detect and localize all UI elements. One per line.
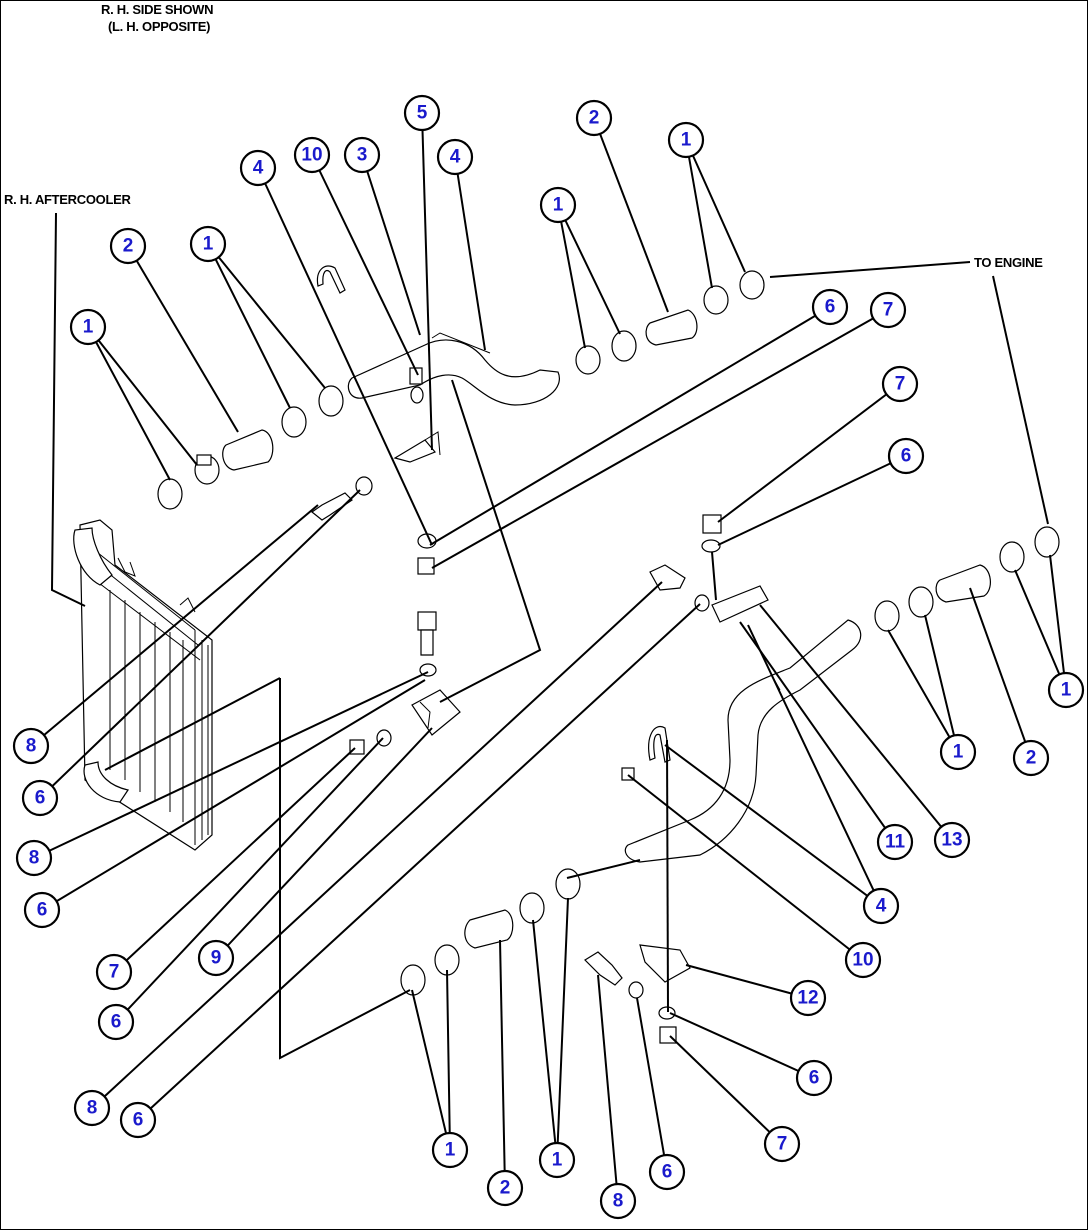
svg-text:1: 1 — [445, 1140, 456, 1161]
aftercooler-core — [73, 519, 213, 851]
svg-text:2: 2 — [589, 108, 600, 129]
callout-1: 1 — [939, 733, 977, 771]
callout-3: 3 — [343, 136, 381, 174]
svg-text:4: 4 — [253, 158, 264, 179]
callout-9: 9 — [197, 939, 235, 977]
callout-4: 4 — [862, 887, 900, 925]
svg-text:3: 3 — [357, 145, 368, 166]
callout-6: 6 — [23, 891, 61, 929]
svg-text:4: 4 — [450, 147, 461, 168]
callout-6: 6 — [795, 1059, 833, 1097]
svg-text:8: 8 — [613, 1191, 624, 1212]
callout-6: 6 — [887, 437, 925, 475]
callout-10: 10 — [293, 136, 331, 174]
svg-text:1: 1 — [953, 742, 964, 763]
callout-8: 8 — [15, 839, 53, 877]
callout-5: 5 — [403, 94, 441, 132]
callout-1: 1 — [189, 225, 227, 263]
callout-7: 7 — [95, 953, 133, 991]
aftercooler-label: R. H. AFTERCOOLER — [4, 192, 131, 207]
svg-text:1: 1 — [552, 1150, 563, 1171]
callout-2: 2 — [486, 1169, 524, 1207]
svg-text:7: 7 — [883, 300, 894, 321]
callout-2: 2 — [109, 227, 147, 265]
svg-text:11: 11 — [885, 832, 906, 853]
to-engine-label: TO ENGINE — [974, 255, 1043, 270]
callout-1: 1 — [69, 308, 107, 346]
svg-text:13: 13 — [941, 830, 962, 851]
svg-text:1: 1 — [83, 317, 94, 338]
callout-1: 1 — [431, 1131, 469, 1169]
callout-6: 6 — [648, 1153, 686, 1191]
callout-2: 2 — [575, 99, 613, 137]
svg-text:6: 6 — [809, 1068, 820, 1089]
aftercooler-leader — [50, 212, 86, 607]
svg-text:9: 9 — [211, 948, 222, 969]
callout-1: 1 — [1047, 671, 1085, 709]
svg-text:1: 1 — [203, 234, 214, 255]
callout-11: 11 — [876, 823, 914, 861]
callout-6: 6 — [119, 1101, 157, 1139]
svg-text:6: 6 — [35, 788, 46, 809]
svg-text:10: 10 — [852, 950, 873, 971]
callout-10: 10 — [844, 941, 882, 979]
callout-6: 6 — [97, 1003, 135, 1041]
svg-text:1: 1 — [1061, 680, 1072, 701]
callout-6: 6 — [811, 288, 849, 326]
svg-text:2: 2 — [1026, 748, 1037, 769]
callout-1: 1 — [539, 186, 577, 224]
svg-text:12: 12 — [797, 988, 818, 1009]
callout-8: 8 — [12, 727, 50, 765]
svg-text:6: 6 — [111, 1012, 122, 1033]
svg-text:7: 7 — [895, 374, 906, 395]
svg-text:7: 7 — [109, 962, 120, 983]
svg-text:1: 1 — [681, 130, 692, 151]
callout-2: 2 — [1012, 739, 1050, 777]
svg-text:4: 4 — [876, 896, 887, 917]
upper-hose-parts — [157, 265, 765, 755]
svg-text:5: 5 — [417, 103, 428, 124]
svg-text:6: 6 — [133, 1110, 144, 1131]
callout-7: 7 — [869, 291, 907, 329]
svg-text:1: 1 — [553, 195, 564, 216]
callout-8: 8 — [599, 1182, 637, 1220]
svg-text:6: 6 — [825, 297, 836, 318]
callout-8: 8 — [73, 1089, 111, 1127]
to-engine-leader-right — [992, 275, 1049, 525]
callout-12: 12 — [789, 979, 827, 1017]
callout-7: 7 — [881, 365, 919, 403]
to-engine-leader-top — [769, 261, 971, 278]
svg-text:8: 8 — [26, 736, 37, 757]
leader-lines — [30, 112, 1067, 1202]
callout-4: 4 — [239, 149, 277, 187]
callout-1: 1 — [667, 121, 705, 159]
svg-text:7: 7 — [777, 1134, 788, 1155]
svg-text:6: 6 — [37, 900, 48, 921]
svg-text:2: 2 — [123, 236, 134, 257]
svg-text:6: 6 — [901, 446, 912, 467]
svg-text:10: 10 — [301, 145, 322, 166]
callout-7: 7 — [763, 1125, 801, 1163]
svg-text:2: 2 — [500, 1178, 511, 1199]
svg-text:8: 8 — [29, 848, 40, 869]
svg-text:8: 8 — [87, 1098, 98, 1119]
title-line-1: R. H. SIDE SHOWN — [101, 2, 213, 17]
lower-hose-parts — [400, 514, 1060, 1044]
callout-6: 6 — [21, 779, 59, 817]
callout-4: 4 — [436, 138, 474, 176]
callout-13: 13 — [933, 821, 971, 859]
callout-1: 1 — [538, 1141, 576, 1179]
title-line-2: (L. H. OPPOSITE) — [108, 19, 210, 34]
svg-text:6: 6 — [662, 1162, 673, 1183]
